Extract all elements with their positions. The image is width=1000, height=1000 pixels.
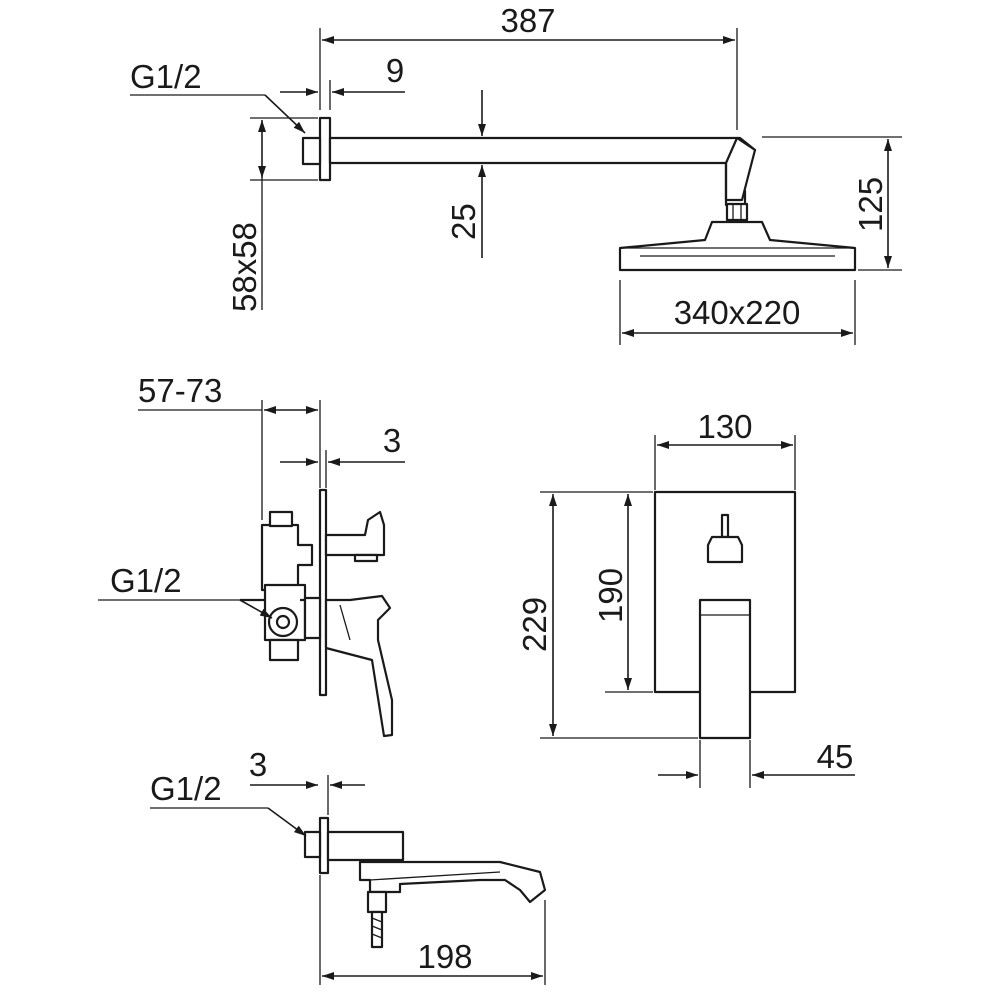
mixer-lever xyxy=(324,594,394,738)
dim-label-3-mixer: 3 xyxy=(383,422,401,459)
dim-label-229: 229 xyxy=(516,597,553,652)
thread-callout-top: G1/2 xyxy=(130,58,306,134)
dim-arm-offset: 9 xyxy=(280,52,405,110)
dim-head-height: 125 xyxy=(762,136,902,271)
dim-mixer-offset: 3 xyxy=(280,422,405,488)
thread-label-spout: G1/2 xyxy=(150,770,222,807)
dim-label-130: 130 xyxy=(697,408,752,445)
dim-label-190: 190 xyxy=(592,568,629,623)
inlet-port xyxy=(267,606,299,638)
thread-label-mixer: G1/2 xyxy=(110,562,182,599)
dim-flange-size: 58x58 xyxy=(226,117,318,312)
dim-total-height: 229 xyxy=(516,491,698,739)
valve-body xyxy=(260,523,314,592)
dim-label-387: 387 xyxy=(500,2,555,39)
diverter-knob-front xyxy=(706,535,744,564)
dim-label-57-73: 57-73 xyxy=(138,372,222,409)
dim-label-340x220: 340x220 xyxy=(674,294,801,331)
wall-flange xyxy=(318,116,332,182)
dim-label-9: 9 xyxy=(386,52,404,89)
thread-callout-mixer: G1/2 xyxy=(98,562,273,619)
dim-spout-length: 198 xyxy=(319,875,546,985)
shower-arm xyxy=(328,136,757,165)
shower-head xyxy=(618,220,857,272)
spout-flange xyxy=(318,816,330,875)
dim-arm-height: 25 xyxy=(445,90,486,258)
mixer-wall-plate xyxy=(318,488,328,697)
thread-label-top: G1/2 xyxy=(130,58,202,95)
spout-assembly xyxy=(303,816,547,949)
spout-body xyxy=(326,830,405,862)
mixer-front-assembly xyxy=(653,490,797,740)
connector-nut xyxy=(725,202,749,222)
dim-label-125: 125 xyxy=(852,177,889,232)
dim-label-45: 45 xyxy=(817,738,854,775)
dim-spout-offset: 3 xyxy=(249,746,365,815)
thread-callout-spout: G1/2 xyxy=(150,770,307,837)
dim-plate-width: 130 xyxy=(654,408,796,490)
mixer-lever-front xyxy=(698,598,752,740)
shower-arm-assembly xyxy=(301,116,857,272)
dim-mixer-depth: 57-73 xyxy=(138,372,321,520)
dim-label-25: 25 xyxy=(445,203,482,240)
dim-handle-width: 45 xyxy=(658,738,855,788)
dim-label-58x58: 58x58 xyxy=(226,222,263,312)
dim-label-198: 198 xyxy=(417,938,472,975)
dim-plate-height: 190 xyxy=(592,491,653,693)
spout-outlet xyxy=(358,860,547,904)
spout-diverter xyxy=(366,890,388,914)
dim-arm-length: 387 xyxy=(319,2,738,130)
diverter-knob xyxy=(324,510,386,557)
dim-head-size: 340x220 xyxy=(619,280,856,345)
dim-label-3-spout: 3 xyxy=(249,746,267,783)
arm-connector xyxy=(301,136,322,166)
